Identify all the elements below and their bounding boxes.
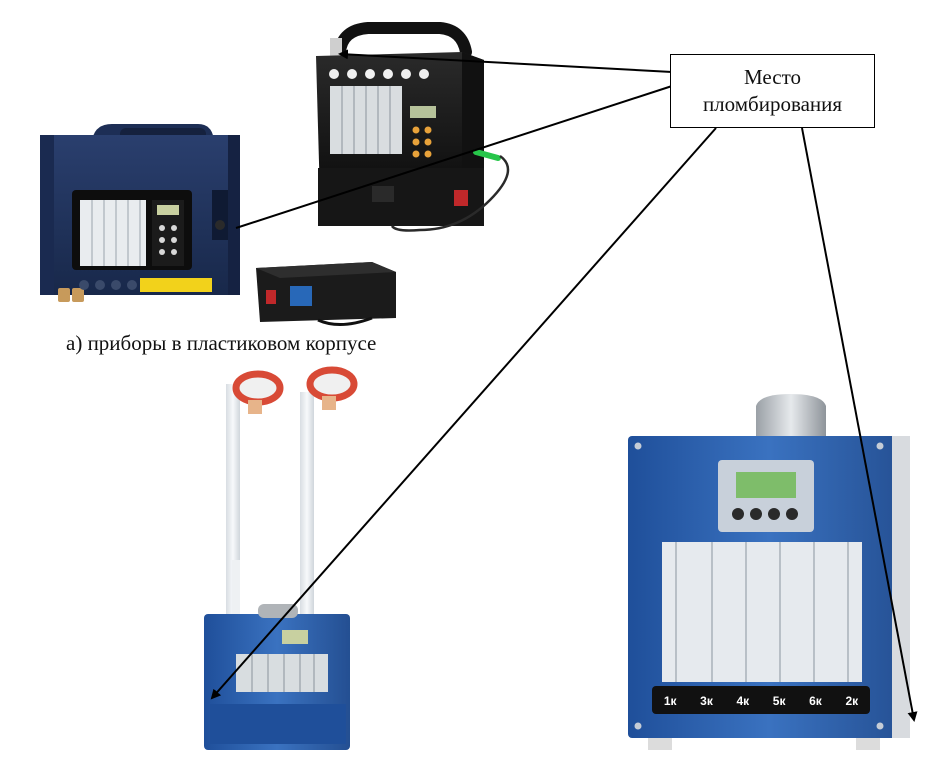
channel-key: 1к: [663, 694, 677, 708]
channel-key: 2к: [845, 694, 859, 708]
channel-key: 5к: [772, 694, 786, 708]
arrow-to-blue-tube-case: [210, 127, 717, 700]
arrow-to-large-blue-case: [801, 127, 918, 722]
channel-key: 4к: [736, 694, 750, 708]
line-to-dark-blue-case: [235, 85, 673, 229]
sealing-place-label-box: Место пломбирования: [670, 54, 875, 128]
label-line-2: пломбирования: [702, 92, 843, 116]
device-dark-blue-case: [40, 124, 240, 302]
channel-keys-strip: 1к 3к 4к 5к 6к 2к: [652, 688, 870, 714]
arrow-to-black-case: [338, 49, 673, 73]
channel-key: 3к: [700, 694, 713, 708]
device-large-blue-case: [628, 394, 910, 750]
device-blue-tube-case: [204, 366, 358, 750]
caption-plastic-case-devices: а) приборы в пластиковом корпусе: [66, 331, 377, 355]
label-line-1: Место: [744, 65, 801, 89]
device-power-adapter: [256, 262, 396, 326]
leader-lines: [210, 49, 918, 722]
channel-key: 6к: [809, 694, 822, 708]
